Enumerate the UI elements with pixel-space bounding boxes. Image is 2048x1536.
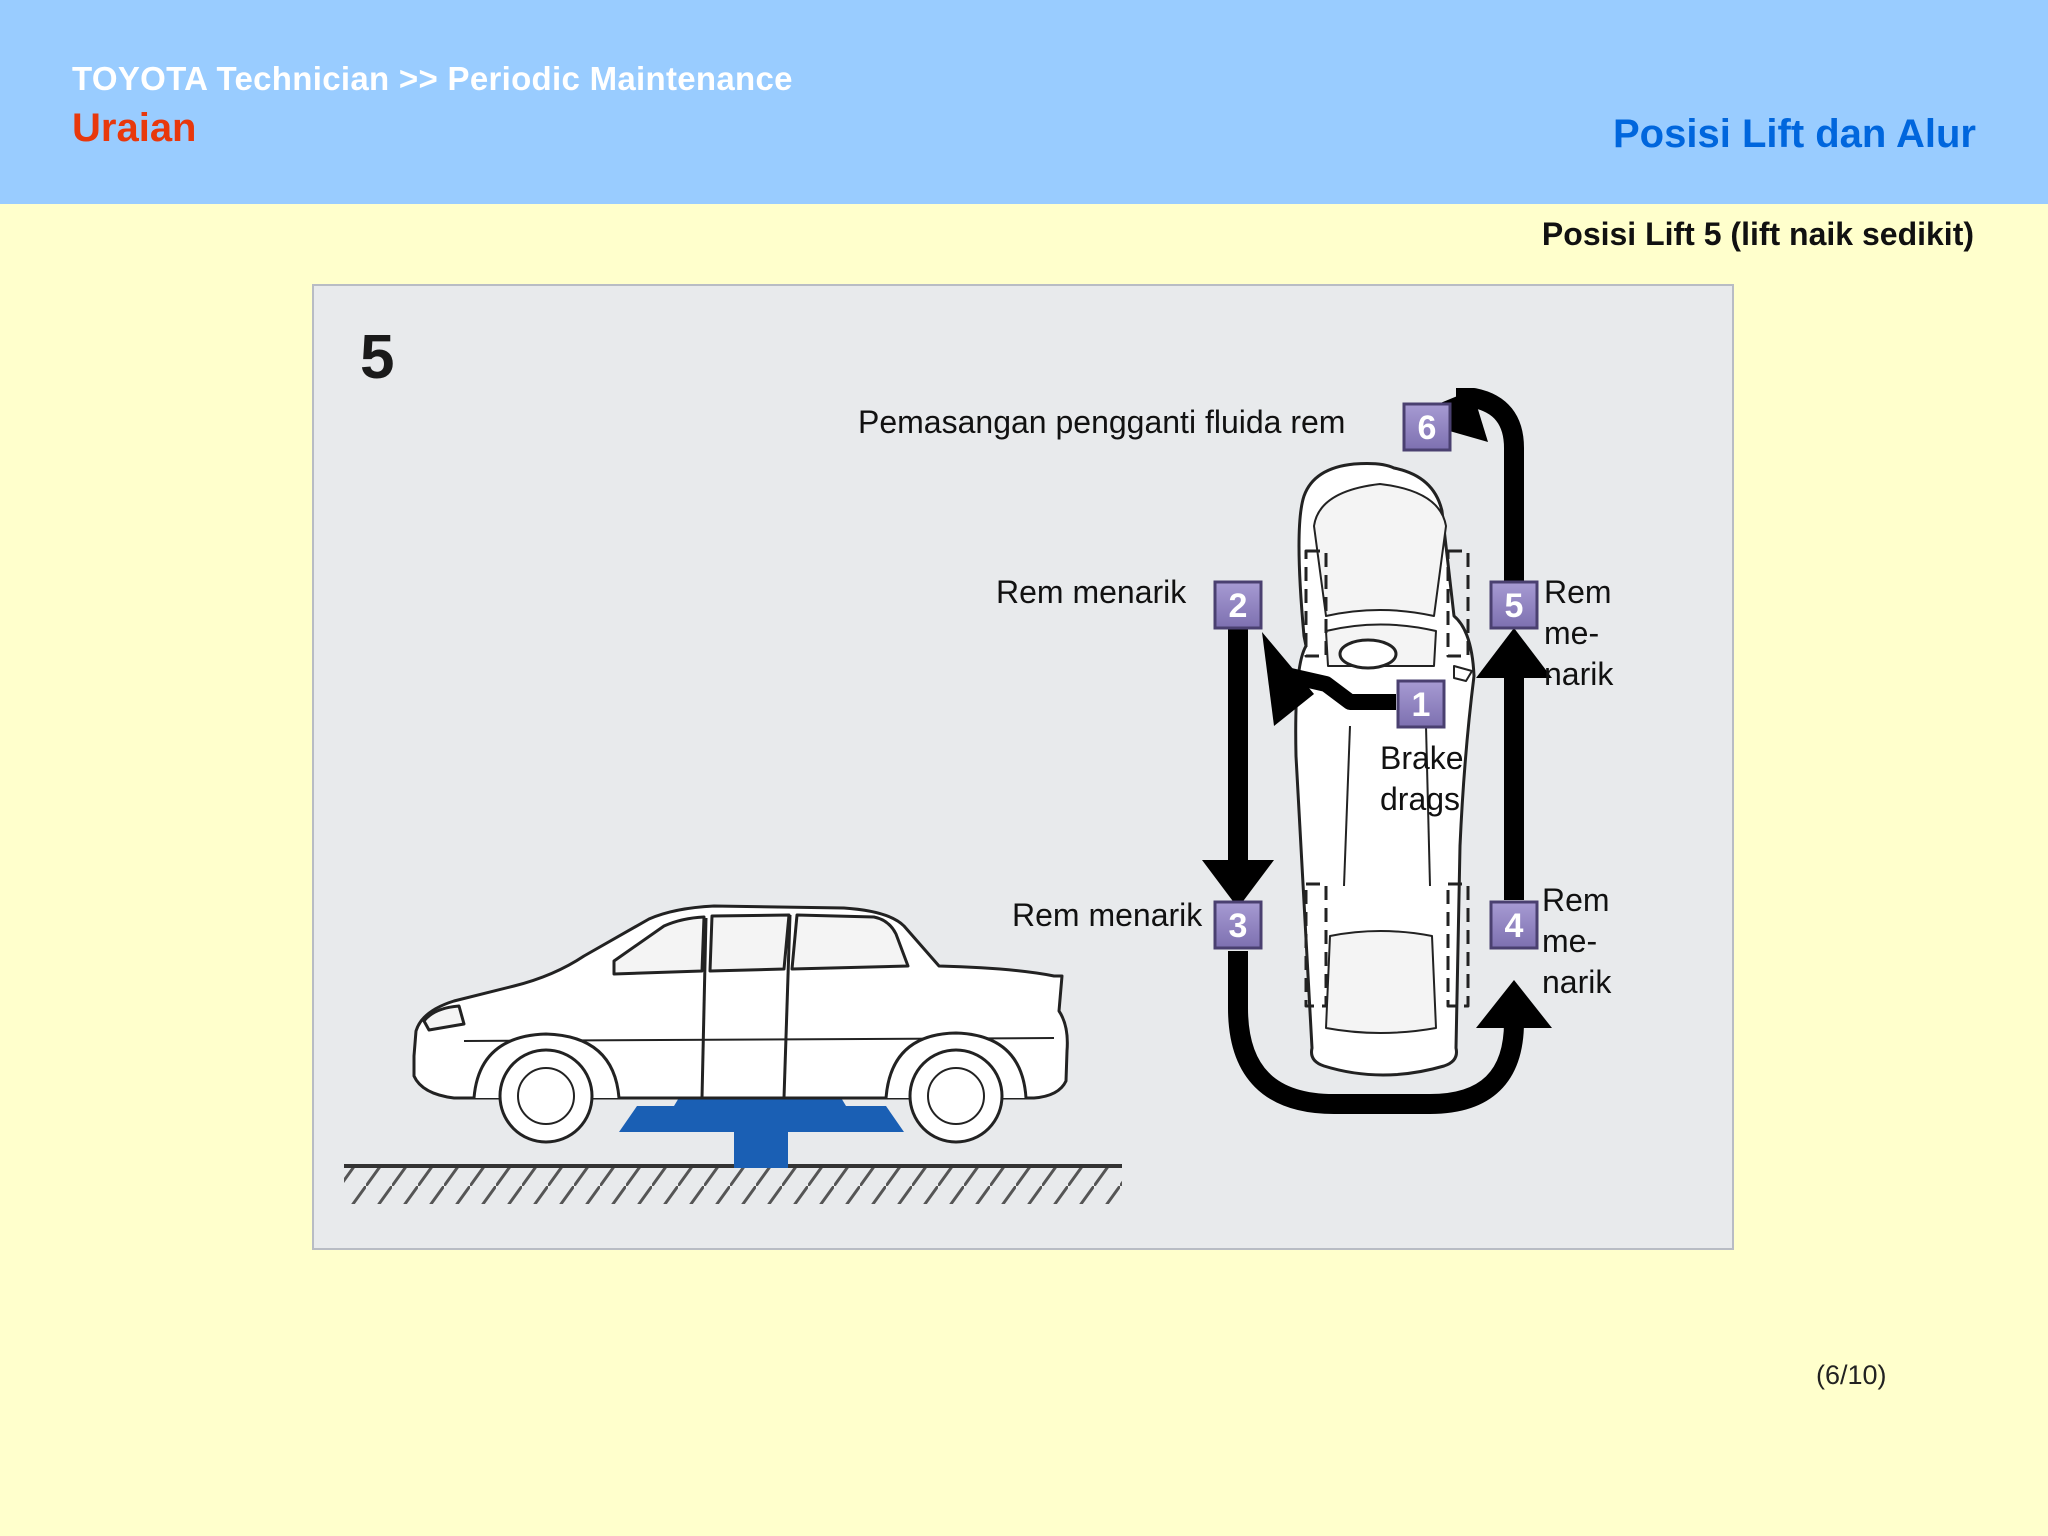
step-badge-2-number: 2 (1229, 587, 1248, 625)
top-view-car-icon (1294, 462, 1476, 1077)
section-label: Uraian (72, 106, 197, 150)
step-5-label: Rem me- narik (1544, 574, 1614, 692)
lift-position-figure: 5 (312, 284, 1734, 1250)
step-badge-5: 5 (1489, 580, 1539, 630)
step-badge-2: 2 (1213, 580, 1263, 630)
lift-icon (619, 1096, 904, 1168)
header-bar: TOYOTA Technician >> Periodic Maintenanc… (0, 0, 2048, 204)
step-badge-1: 1 (1396, 679, 1446, 729)
breadcrumb[interactable]: TOYOTA Technician >> Periodic Maintenanc… (72, 60, 793, 97)
step-badge-4: 4 (1489, 900, 1539, 950)
step-badge-5-number: 5 (1505, 587, 1524, 625)
page-indicator: (6/10) (1816, 1360, 1887, 1390)
floor (344, 1164, 1122, 1204)
step-badge-3: 3 (1213, 900, 1263, 950)
step-4-label: Rem me- narik (1542, 882, 1612, 1000)
figure-illustration: 5 (344, 323, 1552, 1204)
flow-arrows (1202, 388, 1552, 1114)
step-badge-3-number: 3 (1229, 907, 1248, 945)
step-badge-6: 6 (1402, 402, 1452, 452)
step-badge-6-number: 6 (1418, 409, 1437, 447)
step-3-label: Rem menarik (1012, 897, 1203, 933)
slide-subtitle: Posisi Lift 5 (lift naik sedikit) (1541, 216, 1974, 252)
step-2-label: Rem menarik (996, 574, 1187, 610)
step-6-label: Pemasangan pengganti fluida rem (858, 404, 1346, 440)
step-1-label: Brake drags (1380, 740, 1464, 817)
page-title: Posisi Lift dan Alur (1613, 112, 1976, 156)
position-number: 5 (360, 323, 394, 392)
step-badge-4-number: 4 (1505, 907, 1524, 945)
side-car-icon (412, 904, 1069, 1144)
step-badge-1-number: 1 (1412, 686, 1431, 724)
